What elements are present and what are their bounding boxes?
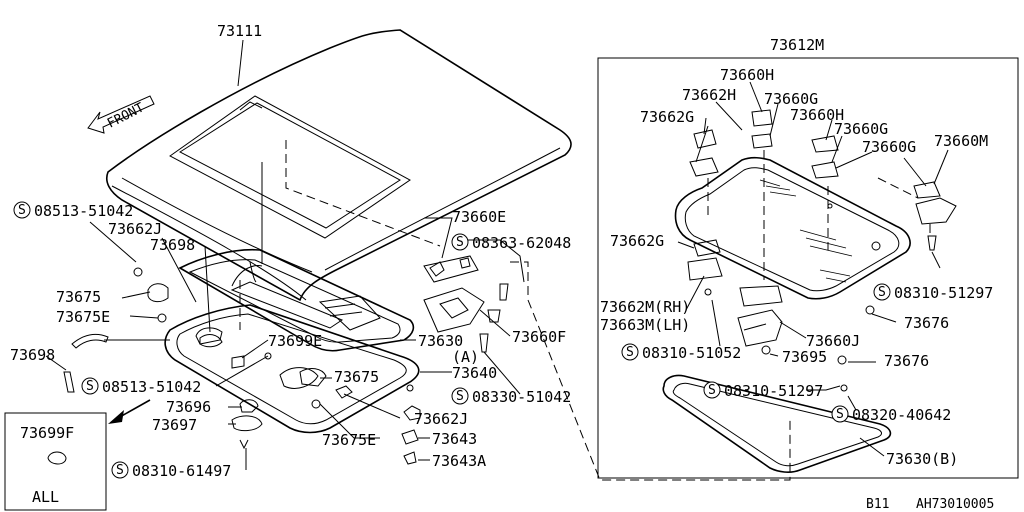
label-08310-51052: 08310-51052 — [642, 344, 741, 362]
label-73662J-a: 73662J — [108, 220, 162, 238]
label-73660F: 73660F — [512, 328, 566, 346]
label-08330-51042: 08330-51042 — [472, 388, 571, 406]
label-73643: 73643 — [432, 430, 477, 448]
glass-assembly-box — [597, 57, 1019, 479]
label-73660G-a: 73660G — [764, 90, 818, 108]
clips — [401, 384, 421, 465]
label-73675E-b: 73675E — [322, 431, 376, 449]
lower-frame — [164, 304, 420, 434]
label-73698-a: 73698 — [150, 236, 195, 254]
svg-text:S: S — [878, 285, 886, 300]
label-08320-40642: 08320-40642 — [852, 406, 951, 424]
label-73675-b: 73675 — [334, 368, 379, 386]
label-08310-51297-b: 08310-51297 — [724, 382, 823, 400]
label-73695: 73695 — [782, 348, 827, 366]
box-title: 73612M — [770, 36, 824, 54]
svg-text:S: S — [836, 407, 844, 422]
label-73698-b: 73698 — [10, 346, 55, 364]
label-A: (A) — [452, 348, 479, 366]
label-73643A: 73643A — [432, 452, 486, 470]
bolt-symbol — [13, 201, 31, 219]
footer-model: B11 — [866, 497, 889, 512]
label-73630: 73630 — [418, 332, 463, 350]
label-08513-51042-a: 08513-51042 — [34, 202, 133, 220]
label-73660G-b: 73660G — [834, 120, 888, 138]
svg-text:S: S — [626, 345, 634, 360]
label-73660G-c: 73660G — [862, 138, 916, 156]
label-73660H-b: 73660H — [790, 106, 844, 124]
label-73699E: 73699E — [268, 332, 322, 350]
guide-lines-left — [239, 140, 791, 481]
svg-text:S: S — [456, 389, 464, 404]
svg-text:S: S — [116, 463, 124, 478]
label-08363-62048: 08363-62048 — [472, 234, 571, 252]
left-small-parts — [133, 267, 353, 450]
label-73662M-RH: 73662M(RH) — [600, 298, 690, 316]
label-73111: 73111 — [217, 22, 262, 40]
inset-label: 73699F — [20, 424, 74, 442]
label-73660E: 73660E — [452, 208, 506, 226]
front-label: FRONT — [105, 100, 147, 131]
label-73663M-LH: 73663M(LH) — [600, 316, 690, 334]
inset-caption: ALL — [32, 488, 59, 506]
label-73662H: 73662H — [682, 86, 736, 104]
label-73660M: 73660M — [934, 132, 988, 150]
inset-box — [4, 399, 151, 511]
label-08513-51042-b: 08513-51042 — [102, 378, 201, 396]
label-73640: 73640 — [452, 364, 497, 382]
label-73662G-a: 73662G — [640, 108, 694, 126]
label-73662G-b: 73662G — [610, 232, 664, 250]
label-08310-51297-a: 08310-51297 — [894, 284, 993, 302]
frame-assembly — [178, 248, 415, 352]
roof-panel — [87, 29, 572, 302]
label-73660H-a: 73660H — [720, 66, 774, 84]
svg-text:S: S — [86, 379, 94, 394]
label-73676-a: 73676 — [904, 314, 949, 332]
label-73662J-b: 73662J — [414, 410, 468, 428]
footer-code: AH73010005 — [916, 497, 994, 512]
label-73675-a: 73675 — [56, 288, 101, 306]
label-73660J: 73660J — [806, 332, 860, 350]
leader-lines — [45, 39, 949, 470]
svg-text:S: S — [18, 203, 26, 218]
label-73696: 73696 — [166, 398, 211, 416]
svg-text:S: S — [708, 383, 716, 398]
label-73675E-a: 73675E — [56, 308, 110, 326]
drain-hose — [71, 333, 109, 349]
label-73630B: 73630(B) — [886, 450, 958, 468]
label-73697: 73697 — [152, 416, 197, 434]
part-labels: 73111 FRONT S 08513-51042 73662J 73698 7… — [10, 22, 994, 512]
label-73676-b: 73676 — [884, 352, 929, 370]
label-08310-61497: 08310-61497 — [132, 462, 231, 480]
drain-hose-end — [63, 371, 75, 393]
svg-text:S: S — [456, 235, 464, 250]
